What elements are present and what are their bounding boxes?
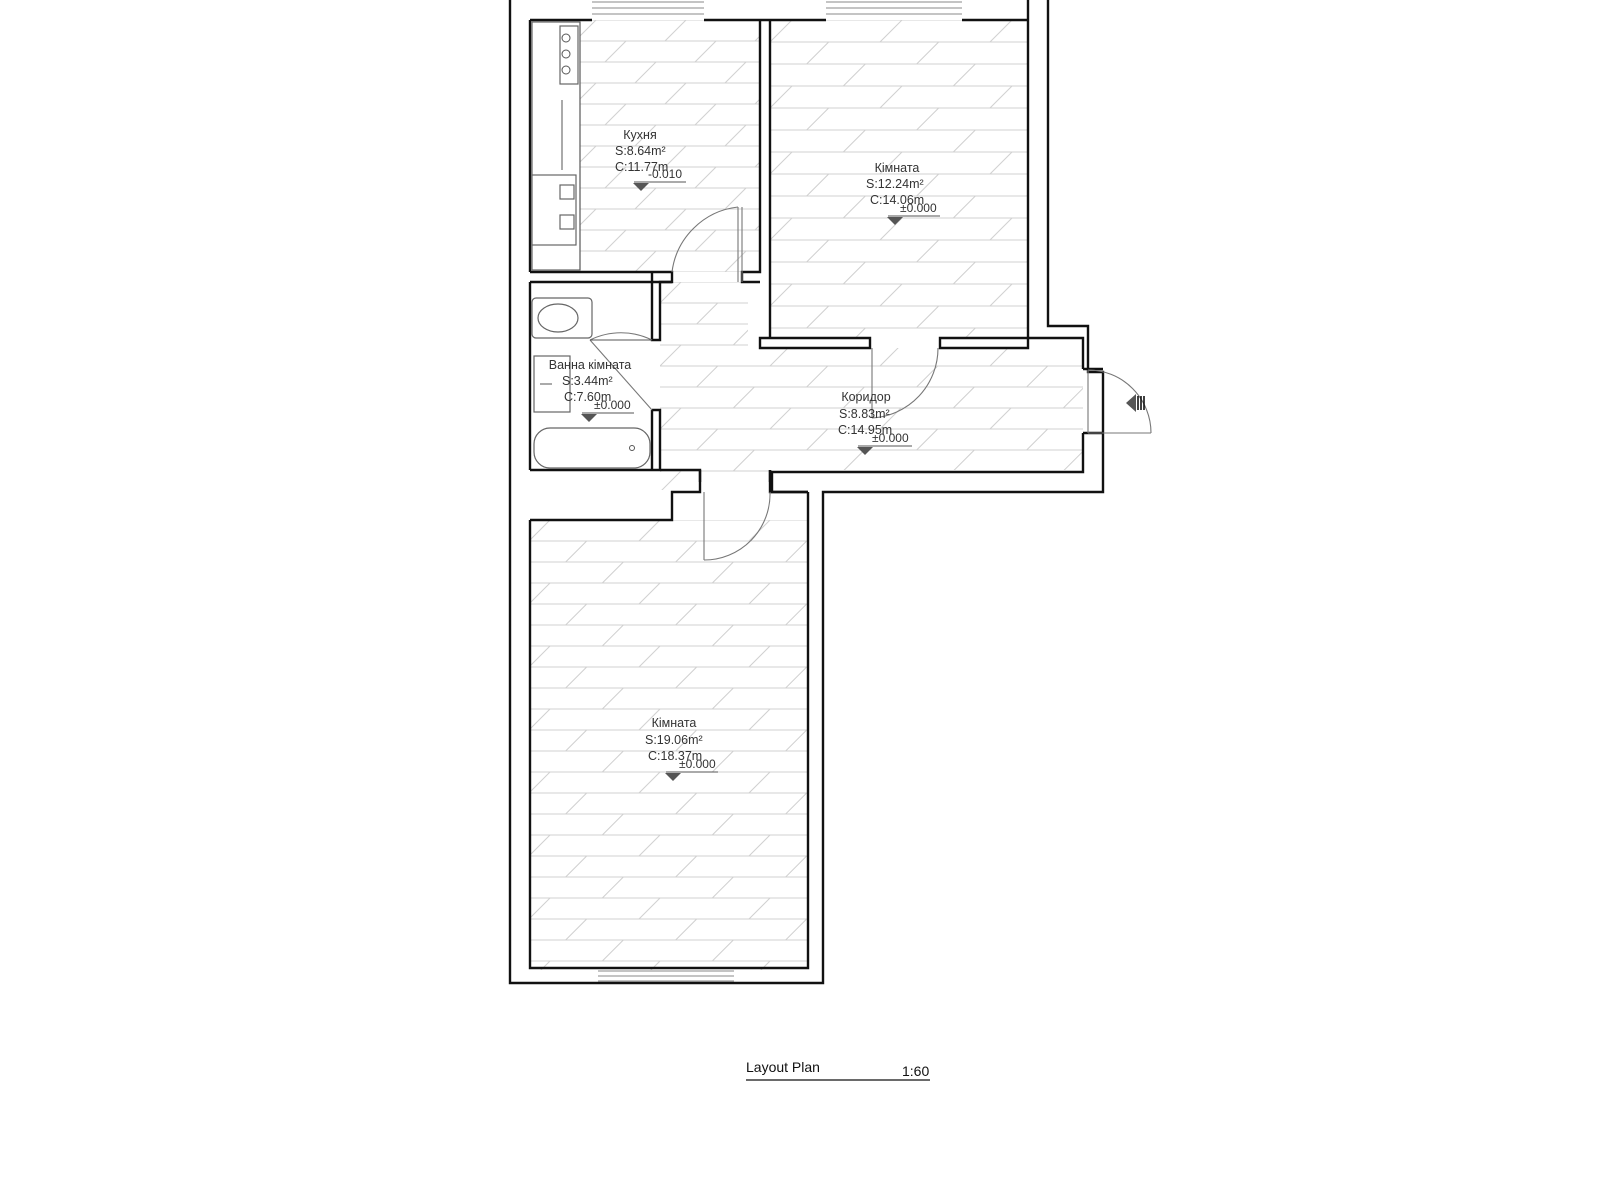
- doors: [589, 206, 1152, 561]
- room1-perimeter: C:14.06m: [870, 193, 924, 207]
- entrance-arrow-icon: [1126, 394, 1145, 412]
- kitchen-counter: [531, 21, 581, 271]
- corridor-name: Коридор: [841, 390, 890, 404]
- bathroom-fixtures: [531, 297, 652, 469]
- room1-label: Кімната S:12.24m² C:14.06m ±0.000: [866, 161, 940, 225]
- corridor-area: S:8.83m²: [839, 407, 890, 421]
- bathroom-label: Ванна кімната S:3.44m² C:7.60m ±0.000: [549, 358, 634, 422]
- room2-floor-hatch: [529, 520, 807, 970]
- room2-level: ±0.000: [679, 757, 716, 771]
- room2-name: Кімната: [652, 716, 697, 730]
- level-marker-icon: [633, 183, 649, 191]
- room2-perimeter: C:18.37m: [648, 749, 702, 763]
- bathroom-level: ±0.000: [594, 398, 631, 412]
- corridor-level: ±0.000: [872, 431, 909, 445]
- kitchen-label: Кухня S:8.64m² C:11.77m -0.010: [615, 128, 686, 191]
- level-marker-icon: [581, 414, 597, 422]
- kitchen-name: Кухня: [623, 128, 656, 142]
- bathroom-perimeter: C:7.60m: [564, 390, 611, 404]
- title-block: Layout Plan 1:60: [746, 1059, 930, 1081]
- room2-label: Кімната S:19.06m² C:18.37m ±0.000: [645, 716, 718, 781]
- corridor-perimeter: C:14.95m: [838, 423, 892, 437]
- plan-title: Layout Plan: [746, 1059, 820, 1075]
- kitchen-level: -0.010: [648, 167, 682, 181]
- room1-floor-hatch: [770, 20, 1028, 338]
- bathroom-name: Ванна кімната: [549, 358, 632, 372]
- bathroom-area: S:3.44m²: [562, 374, 613, 388]
- room2-window: [598, 970, 734, 982]
- room1-name: Кімната: [875, 161, 920, 175]
- level-marker-icon: [887, 217, 903, 225]
- kitchen-perimeter: C:11.77m: [615, 160, 668, 174]
- room2-area: S:19.06m²: [645, 733, 703, 747]
- bathroom-door: [589, 332, 653, 411]
- kitchen-window: [592, 1, 704, 15]
- room1-window: [826, 1, 962, 15]
- level-marker-icon: [665, 773, 681, 781]
- room1-level: ±0.000: [900, 201, 937, 215]
- kitchen-door: [671, 206, 743, 282]
- corridor-label: Коридор S:8.83m² C:14.95m ±0.000: [838, 390, 912, 455]
- entrance-door: [1087, 369, 1152, 434]
- windows: [592, 1, 962, 982]
- kitchen-floor-hatch: [575, 20, 760, 272]
- room1-area: S:12.24m²: [866, 177, 924, 191]
- level-marker-icon: [857, 447, 873, 455]
- kitchen-area: S:8.64m²: [615, 144, 666, 158]
- room1-door: [871, 347, 939, 419]
- room2-door: [703, 491, 771, 561]
- plan-scale: 1:60: [902, 1063, 929, 1079]
